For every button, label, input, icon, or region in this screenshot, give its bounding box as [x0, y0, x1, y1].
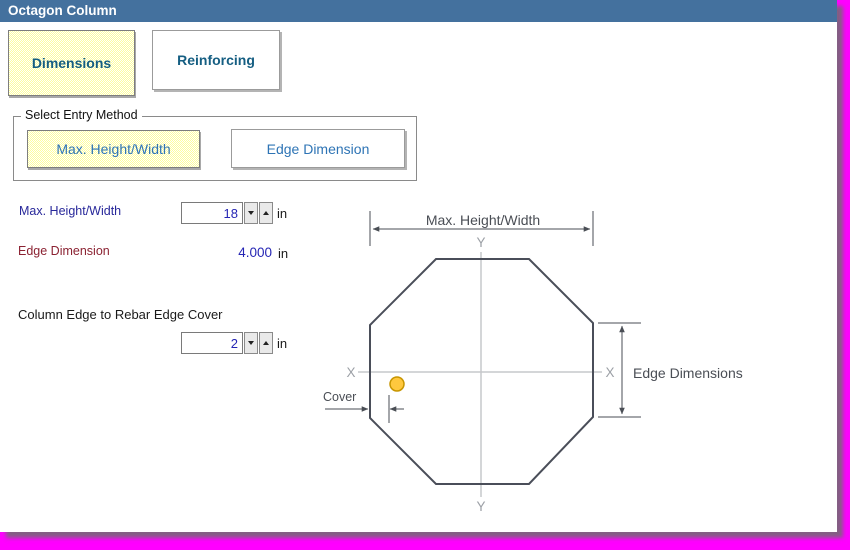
cover-spinner-up-button[interactable] — [259, 332, 273, 354]
octagon-column-window: Octagon Column Dimensions Reinforcing Se… — [0, 0, 837, 532]
entry-method-groupbox: Select Entry Method Max. Height/Width Ed… — [13, 108, 417, 181]
window-title: Octagon Column — [8, 3, 117, 18]
cover-label: Column Edge to Rebar Edge Cover — [18, 307, 223, 322]
tab-reinforcing[interactable]: Reinforcing — [152, 30, 280, 90]
tab-dimensions[interactable]: Dimensions — [8, 30, 135, 96]
entry-method-legend: Select Entry Method — [21, 108, 142, 122]
octagon-outline — [369, 258, 594, 485]
edge-dimension-label: Edge Dimension — [18, 244, 110, 258]
spinner-up-icon — [263, 341, 269, 345]
y-axis-label-bottom: Y — [476, 499, 485, 514]
title-bar[interactable]: Octagon Column — [0, 0, 837, 22]
edge-dimensions-label: Edge Dimensions — [633, 365, 743, 381]
octagon-diagram: Y Y X X Max. Height/Width Edge Dimension… — [323, 211, 743, 514]
cover-spinner-down-button[interactable] — [244, 332, 258, 354]
entry-method-max-height-width-button[interactable]: Max. Height/Width — [27, 130, 200, 168]
tab-reinforcing-label: Reinforcing — [177, 52, 255, 68]
cover-input[interactable] — [181, 332, 243, 354]
cover-dimension-label: Cover — [323, 390, 356, 404]
top-dimension-label: Max. Height/Width — [426, 212, 540, 228]
entry-method-edge-label: Edge Dimension — [266, 140, 370, 157]
edge-dimension-unit: in — [278, 246, 289, 261]
entry-method-max-label: Max. Height/Width — [56, 141, 171, 157]
x-axis-label-right: X — [605, 365, 614, 380]
max-height-width-spinner-down-button[interactable] — [244, 202, 258, 224]
y-axis-label-top: Y — [476, 235, 485, 250]
max-height-width-unit: in — [277, 206, 288, 221]
spinner-down-icon — [248, 341, 254, 345]
entry-method-edge-dimension-button[interactable]: Edge Dimension — [231, 129, 405, 168]
rebar-circle — [389, 376, 405, 392]
edge-dimension-value: 4.000 — [238, 245, 272, 260]
max-height-width-input[interactable] — [181, 202, 243, 224]
max-height-width-spinner-up-button[interactable] — [259, 202, 273, 224]
max-height-width-label: Max. Height/Width — [19, 204, 122, 218]
tab-dimensions-label: Dimensions — [31, 55, 112, 71]
spinner-down-icon — [248, 211, 254, 215]
cover-unit: in — [277, 336, 288, 351]
spinner-up-icon — [263, 211, 269, 215]
x-axis-label-left: X — [346, 365, 355, 380]
